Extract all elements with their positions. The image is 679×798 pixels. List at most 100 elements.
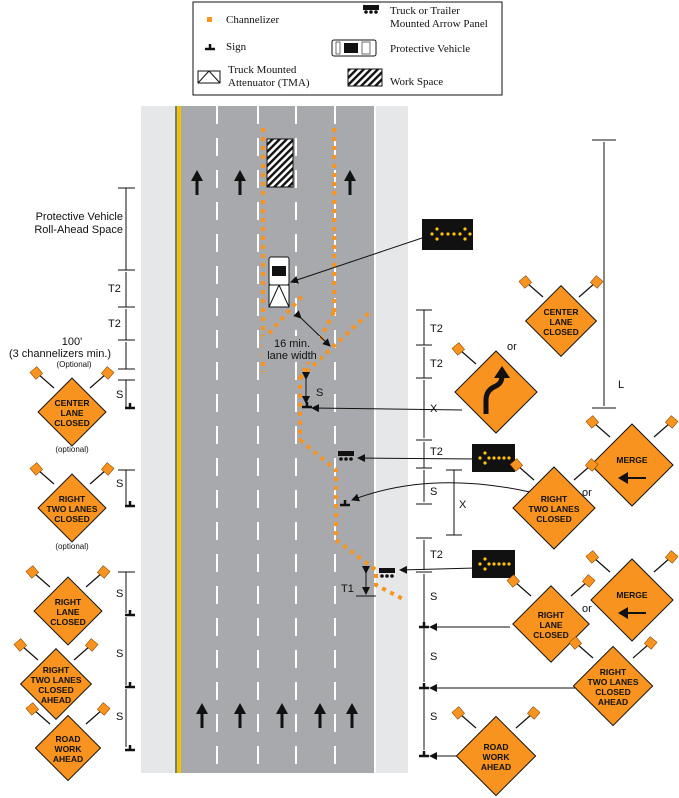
svg-text:CENTER: CENTER bbox=[544, 307, 579, 317]
rollahead-label-1: Protective Vehicle bbox=[36, 211, 123, 223]
right-dimensions bbox=[416, 139, 616, 750]
legend-arrow-panel-icon bbox=[363, 5, 379, 14]
svg-text:LANE: LANE bbox=[539, 620, 562, 630]
svg-text:LANE: LANE bbox=[549, 317, 572, 327]
protective-vehicle bbox=[268, 256, 290, 308]
left-shoulder bbox=[141, 106, 177, 773]
svg-text:TWO LANES: TWO LANES bbox=[529, 504, 580, 514]
legend-channelizer-label: Channelizer bbox=[226, 14, 279, 26]
sign-right-two-lanes-closed-ahead-right: RIGHT TWO LANES CLOSED AHEAD bbox=[568, 635, 658, 727]
arrow-panel-left-arrow-middle bbox=[472, 444, 515, 472]
svg-text:AHEAD: AHEAD bbox=[41, 695, 71, 705]
legend-sign-label: Sign bbox=[226, 41, 247, 53]
sign-right-two-lanes-closed-right: RIGHT TWO LANES CLOSED bbox=[509, 457, 599, 550]
roadway bbox=[141, 106, 408, 773]
left-dimensions bbox=[118, 187, 135, 747]
svg-text:CLOSED: CLOSED bbox=[595, 687, 630, 697]
legend-arrow-panel-label-1: Truck or Trailer bbox=[390, 5, 460, 17]
svg-text:ROAD: ROAD bbox=[483, 742, 508, 752]
dim-s-left-1: S bbox=[116, 389, 123, 401]
lane-width-label-2: lane width bbox=[267, 350, 317, 362]
leader-arrows bbox=[290, 235, 586, 760]
curve-arrow-icon bbox=[483, 375, 505, 414]
svg-text:RIGHT: RIGHT bbox=[538, 610, 565, 620]
svg-text:CENTER: CENTER bbox=[55, 398, 90, 408]
or-label-3: or bbox=[582, 603, 592, 615]
sign-center-lane-closed-right: CENTER LANE CLOSED bbox=[518, 274, 604, 358]
svg-text:AHEAD: AHEAD bbox=[598, 697, 628, 707]
legend-work-space-icon bbox=[347, 68, 383, 87]
dim-t2-right-4: T2 bbox=[430, 549, 443, 561]
channelizer-taper-to-shoulder bbox=[298, 308, 374, 380]
sign-lane-shift-right bbox=[451, 341, 538, 434]
dim-t1: T1 bbox=[341, 583, 354, 595]
dim-t2-right-3: T2 bbox=[430, 446, 443, 458]
legend-protective-vehicle-icon bbox=[331, 39, 377, 57]
svg-text:LANE: LANE bbox=[56, 607, 79, 617]
legend-tma-icon bbox=[197, 70, 221, 84]
sign-right-two-lanes-closed-left: RIGHT TWO LANES CLOSED bbox=[29, 461, 115, 543]
lane-width-dimension bbox=[293, 310, 331, 347]
channelizer-taper-mid bbox=[298, 438, 338, 540]
svg-text:CLOSED: CLOSED bbox=[533, 630, 568, 640]
svg-text:RIGHT: RIGHT bbox=[541, 494, 568, 504]
dim-t2-left-1: T2 bbox=[108, 283, 121, 295]
svg-text:RIGHT: RIGHT bbox=[55, 597, 82, 607]
dim-t2-left-2: T2 bbox=[108, 318, 121, 330]
dim-s-right-1: S bbox=[430, 486, 437, 498]
road-surface bbox=[177, 106, 375, 773]
dim-s-left-4: S bbox=[116, 648, 123, 660]
sign-center-lane-closed-left: CENTER LANE CLOSED bbox=[29, 365, 115, 447]
dim-l: L bbox=[618, 379, 624, 391]
dim-x-right-2: X bbox=[459, 499, 467, 511]
buffer-optional-label: (Optional) bbox=[56, 360, 91, 369]
svg-text:WORK: WORK bbox=[483, 752, 511, 762]
left-arrow-icon bbox=[618, 472, 646, 484]
svg-text:CLOSED: CLOSED bbox=[50, 617, 85, 627]
optional-label-1: (optional) bbox=[55, 445, 89, 454]
dim-t2-right-1: T2 bbox=[430, 323, 443, 335]
legend-protective-vehicle-label: Protective Vehicle bbox=[390, 43, 470, 55]
legend-work-space-label: Work Space bbox=[390, 76, 443, 88]
rollahead-label-2: Roll-Ahead Space bbox=[34, 224, 123, 236]
svg-text:CLOSED: CLOSED bbox=[536, 514, 571, 524]
dim-s-left-5: S bbox=[116, 711, 123, 723]
legend-channelizer-marker bbox=[207, 17, 212, 22]
svg-text:WORK: WORK bbox=[55, 744, 83, 754]
svg-text:ROAD: ROAD bbox=[55, 734, 80, 744]
svg-text:TWO LANES: TWO LANES bbox=[47, 504, 98, 514]
legend-box: Channelizer Sign Truck Mounted Attenuato… bbox=[192, 1, 503, 96]
svg-text:AHEAD: AHEAD bbox=[53, 754, 83, 764]
or-label-1: or bbox=[507, 341, 517, 353]
arrow-panel-truck-lower bbox=[379, 568, 395, 578]
dim-x-right-1: X bbox=[430, 403, 438, 415]
sign-right-two-lanes-closed-ahead-left: RIGHT TWO LANES CLOSED AHEAD bbox=[13, 637, 99, 721]
svg-text:TWO LANES: TWO LANES bbox=[588, 677, 639, 687]
dim-s-inner: S bbox=[316, 387, 323, 399]
sign-merge-lower: MERGE bbox=[585, 549, 679, 642]
sign-merge-upper: MERGE bbox=[585, 414, 679, 507]
svg-text:LANE: LANE bbox=[60, 408, 83, 418]
arrow-panel-truck-middle bbox=[338, 451, 354, 461]
or-label-2: or bbox=[582, 487, 592, 499]
svg-text:MERGE: MERGE bbox=[616, 455, 648, 465]
dim-s-left-3: S bbox=[116, 588, 123, 600]
sign-right-lane-closed-right: RIGHT LANE CLOSED bbox=[506, 573, 596, 663]
channelizers bbox=[261, 128, 406, 602]
arrow-panel-flashing-arrow-upper bbox=[422, 219, 473, 250]
sign-right-lane-closed-left: RIGHT LANE CLOSED bbox=[25, 564, 111, 646]
lane-width-label-1: 16 min. bbox=[274, 338, 310, 350]
svg-text:CLOSED: CLOSED bbox=[54, 514, 89, 524]
left-arrow-icon bbox=[618, 607, 646, 619]
channelizer-taper-upper bbox=[261, 294, 304, 342]
dim-s-right-4: S bbox=[430, 711, 437, 723]
dim-t2-right-2: T2 bbox=[430, 358, 443, 370]
svg-text:RIGHT: RIGHT bbox=[59, 494, 86, 504]
buffer-min-label: (3 channelizers min.) bbox=[9, 348, 111, 360]
channelizer-taper-lower bbox=[334, 538, 406, 602]
dim-s-right-3: S bbox=[430, 651, 437, 663]
svg-text:CLOSED: CLOSED bbox=[38, 685, 73, 695]
svg-text:TWO LANES: TWO LANES bbox=[31, 675, 82, 685]
sign-road-work-ahead-left: ROAD WORK AHEAD bbox=[25, 701, 111, 782]
